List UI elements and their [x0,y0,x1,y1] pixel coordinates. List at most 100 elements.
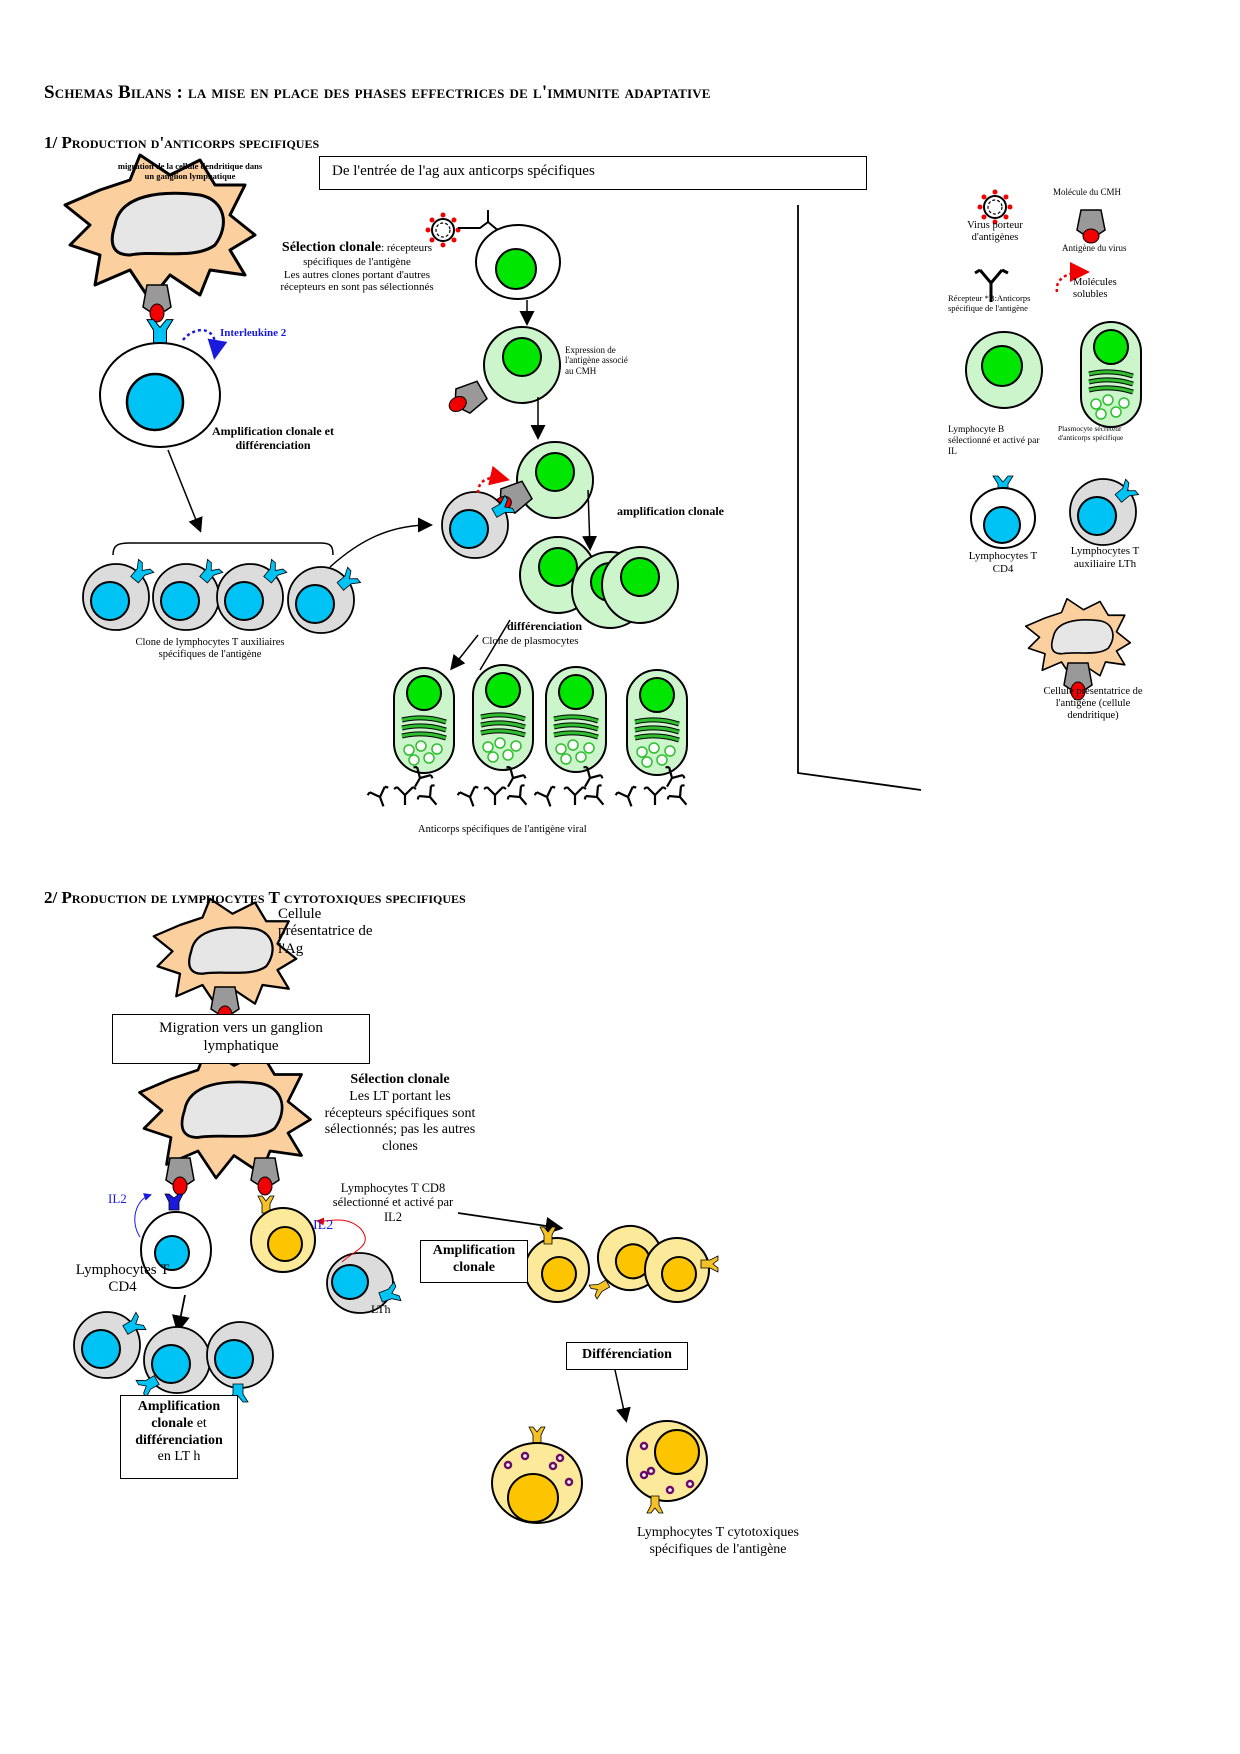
legend-receptor-line2: spécifique de l'antigène [948,302,1028,313]
lth-clones [82,559,361,634]
arrow [171,1294,190,1334]
legend-soluble: Molécules solubles [1073,277,1117,301]
lth-clones-s2 [73,1311,274,1403]
legend-plasmo-line1: Plasmocyte sécréteur [1058,424,1122,433]
s2-selection-line3: récepteurs spécifiques sont [324,1105,476,1121]
arrow [614,1369,631,1423]
section-1-heading: 1/ Production d'anticorps specifiques [44,133,320,152]
ltc-line2: spécifiques de l'antigène [649,1541,787,1557]
brace [112,542,334,556]
arrow [457,1212,564,1235]
dendritic-cell-s2-top [152,897,298,1025]
ltc-line1: Lymphocytes T cytotoxiques [636,1525,800,1540]
section-1-top-box: De l'entrée de l'ag aux anticorps spécif… [319,156,867,190]
selection-line4: récepteurs en sont pas sélectionnés [280,281,434,294]
clone-lt-line1: Clone de lymphocytes T auxiliaires [135,637,285,648]
legend-cpa-line3: dendritique) [1067,710,1119,722]
selection-line2: spécifiques de l'antigène [303,256,411,269]
cd8-label: Lymphocytes T CD8 sélectionné et activé … [318,1181,468,1224]
lth-cell-s2 [316,1217,402,1314]
legend-soluble-line2: solubles [1073,289,1108,301]
clone-lt-label: Clone de lymphocytes T auxiliaires spéci… [100,637,320,661]
legend-lb-line3: IL [948,446,957,457]
differenciation-box: Différenciation [566,1342,688,1370]
document-title: Schemas Bilans : la mise en place des ph… [44,82,711,103]
clone-lt-line2: spécifiques de l'antigène [158,649,262,661]
ampl-diff-box-line1: Amplification [137,1399,221,1414]
ampl-diff-box-line4: en LT h [157,1449,201,1465]
legend-cpa-line2: l'antigène (cellule [1055,698,1131,710]
ampl-diff-box-line2-bold: clonale [151,1415,194,1431]
s2-cd4-label: Lymphocytes T CD4 [60,1262,185,1297]
top-box-text: De l'entrée de l'ag aux anticorps spécif… [332,163,595,179]
expression-label: Expression de l'antigène associé au CMH [565,345,628,376]
anticorps-label: Anticorps spécifiques de l'antigène vira… [418,824,587,835]
arrow [167,449,203,533]
amplified-cd8-cells [524,1217,719,1303]
s2-cpa-line2: présentatrice de [278,923,373,940]
expression-line3: au CMH [565,365,597,376]
ampl-diff-lth-box: Amplification clonale et différenciation… [120,1395,238,1479]
legend-cd4-line2: CD4 [992,562,1014,575]
legend-receptor-line1: Récepteur *B:Anticorps [948,293,1031,303]
legend-antigen: Antigène du virus [1062,243,1127,253]
arrow [582,489,598,551]
legend-receptor: Récepteur *B:Anticorps spécifique de l'a… [948,293,1031,314]
t-cd4-cell-s2 [134,1193,212,1289]
ampl-diff-box-line2-rest: et [193,1415,207,1431]
s2-cd4-line1: Lymphocytes T [75,1262,170,1278]
ampl-diff-line1: Amplification clonale et [212,424,334,438]
expression-line1: Expression de [565,345,616,355]
migration-label: migration de la cellule dendritique dans… [90,161,290,182]
t-cd4-cell-s1 [99,319,221,448]
migration-box-line2: lymphatique [203,1038,279,1054]
b-lth-interaction [441,441,594,559]
legend-cmh: Molécule du CMH [1053,187,1121,197]
legend-lth-line2: auxiliaire LTh [1073,557,1137,570]
cd8-line1: Lymphocytes T CD8 [340,1181,446,1195]
migration-box: Migration vers un ganglion lymphatique [112,1014,370,1064]
legend-lb-line1: Lymphocyte B [948,425,1005,435]
amplification-clonale-label: amplification clonale [617,504,724,518]
legend-virus: Virus porteur d'antigènes [960,220,1030,244]
dendritic-cell-s2-mid [138,1046,312,1196]
cytotoxic-t-cells [491,1420,708,1524]
selection-rest: : récepteurs [381,242,433,254]
t-cd8-cell-s2 [250,1195,316,1273]
interleukin-label: Interleukine 2 [220,327,287,339]
cd8-line2: sélectionné et activé par [332,1195,454,1210]
il2-left-label: IL2 [108,1191,127,1206]
legend-plasmo-line2: d'anticorps spécifique [1058,432,1124,442]
legend-lth-line1: Lymphocytes T [1070,545,1140,557]
arrow [329,517,433,568]
il2-right-label: IL2 [313,1218,334,1233]
plasmocyte-clones [394,665,687,775]
s2-cd4-line2: CD4 [108,1279,137,1296]
s2-cpa-line1: Cellule [278,906,322,922]
b-cell-expressing-antigen [442,326,561,422]
legend-icons [965,188,1141,701]
s2-selection-bold: Sélection clonale [350,1072,450,1087]
ampl-diff-label: Amplification clonale et différenciation [193,424,353,453]
migration-box-line1: Migration vers un ganglion [159,1020,323,1036]
divider-line [797,205,922,791]
selection-clonale-text: Sélection clonale: récepteurs spécifique… [262,240,452,294]
s2-selection-line4: sélectionnés; pas les autres [324,1122,476,1138]
s2-selection-line2: Les LT portant les [349,1088,451,1104]
legend-plasmo: Plasmocyte sécréteur d'anticorps spécifi… [1058,424,1124,442]
legend-soluble-line1: Molécules [1073,277,1117,288]
s2-selection-line5: clones [382,1139,418,1155]
legend-cpa-line1: Cellule présentatrice de [1043,686,1143,697]
s2-lth-label: LTh [371,1302,391,1316]
ampl-diff-box-line3: différenciation [135,1432,223,1448]
s2-selection-text: Sélection clonale Les LT portant les réc… [305,1072,495,1156]
legend-cpa: Cellule présentatrice de l'antigène (cel… [1028,686,1158,722]
legend-cd4-line1: Lymphocytes T [968,550,1038,562]
legend-virus-line1: Virus porteur [967,220,1023,231]
s2-cpa-line3: l'Ag [278,940,304,957]
virus-binding-b-cell [424,210,561,300]
amplification-clonale-box: Amplification clonale [420,1240,528,1283]
expression-line2: l'antigène associé [565,355,628,366]
legend-cd4: Lymphocytes T CD4 [955,550,1051,575]
